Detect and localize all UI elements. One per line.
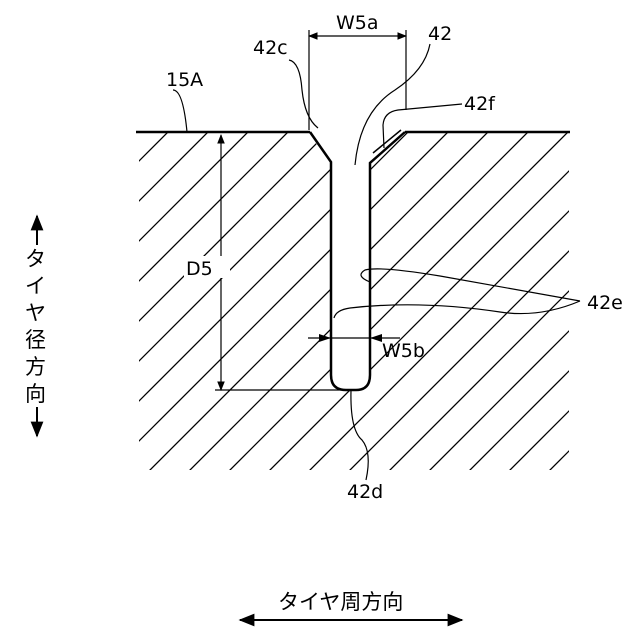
surface-label: 15A [166,69,203,91]
svg-text:径: 径 [25,328,46,352]
w5b-arrow-right [370,334,382,342]
w5b-label: W5b [382,340,425,362]
svg-text:向: 向 [25,382,46,406]
d5-label: D5 [186,258,213,280]
edge-left-leader [289,60,318,128]
hatch-line [240,120,620,500]
edge-left-label: 42c [253,37,288,59]
hatch-line [120,120,500,500]
hatch-line [40,120,420,500]
wall-label: 42e [587,292,623,314]
w5a-label: W5a [336,12,379,34]
surface-leader [173,90,187,132]
hatch-line [280,120,640,500]
svg-text:ヤ: ヤ [25,301,46,325]
tread-hatching [0,120,640,500]
svg-text:方: 方 [25,355,46,379]
groove-label: 42 [428,23,452,45]
bottom-label: 42d [347,481,383,503]
circumferential-direction-label: タイヤ周方向 [278,590,403,614]
edge-right-label: 42f [464,93,496,115]
svg-text:イ: イ [25,274,46,298]
hatch-line [200,120,580,500]
hatch-line [80,120,460,500]
svg-text:タ: タ [25,247,46,271]
